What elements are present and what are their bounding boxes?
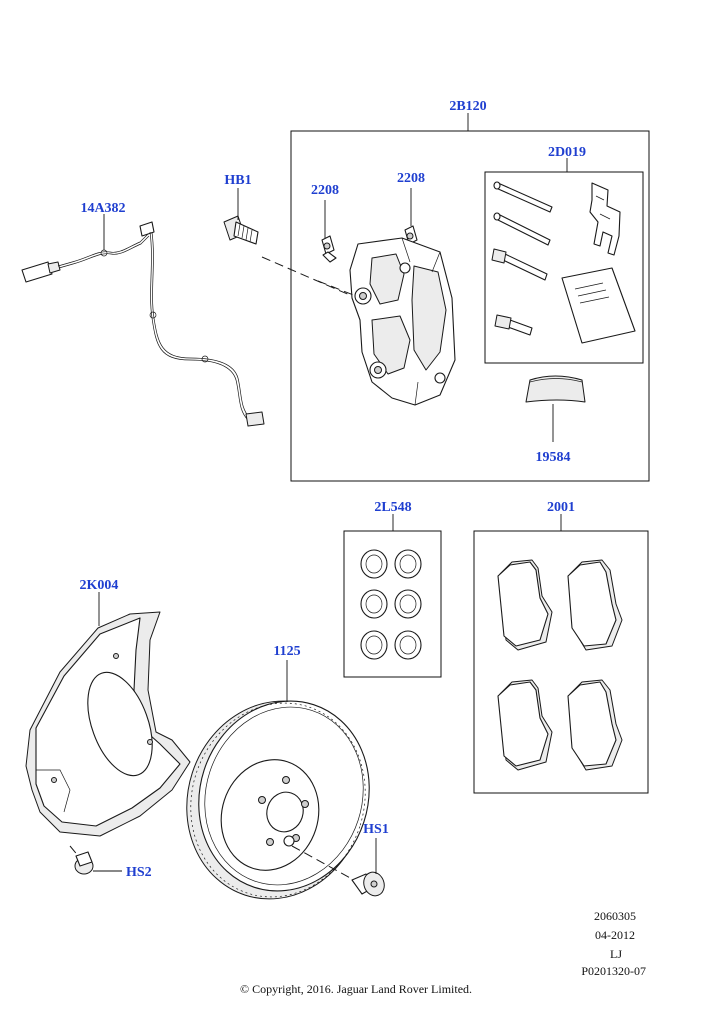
caliper-assembly-group: 2B120 2D019 <box>261 99 650 482</box>
callout-brake-disc[interactable]: 1125 <box>273 644 300 659</box>
footer-code: 2060305 <box>594 909 636 923</box>
screw-hs2 <box>69 845 94 875</box>
callout-screw-hs2[interactable]: HS2 <box>126 865 152 880</box>
instruction-leaflet <box>561 267 636 344</box>
callout-grease-sachet[interactable]: 19584 <box>536 450 571 465</box>
caliper-bolt-long <box>491 248 548 281</box>
piston-seal <box>360 549 422 660</box>
callout-pad-set[interactable]: 2001 <box>547 500 575 515</box>
callout-bleed-screw-right[interactable]: 2208 <box>397 171 425 186</box>
hardware-kit-frame <box>484 171 644 364</box>
callout-wear-sensor[interactable]: 14A382 <box>80 201 125 216</box>
pad-set-frame <box>473 530 649 794</box>
footer-date: 04-2012 <box>595 928 635 942</box>
brake-pad-top-left <box>497 559 553 651</box>
caliper-bolt-short <box>494 314 533 336</box>
brake-caliper-body <box>349 237 456 406</box>
callout-hardware-kit[interactable]: 2D019 <box>548 145 586 160</box>
brake-pad-bottom-right <box>567 679 623 771</box>
caliper-assembly-frame <box>290 130 650 482</box>
bleed-screw-left <box>321 235 337 263</box>
brake-disc <box>186 700 370 900</box>
callout-seal-kit[interactable]: 2L548 <box>374 500 411 515</box>
seal-kit-group: 2L548 <box>343 500 442 678</box>
callout-caliper-assembly[interactable]: 2B120 <box>449 99 486 114</box>
screw-hs1 <box>291 845 385 897</box>
brake-pad-top-right <box>567 559 623 651</box>
wear-sensor <box>21 221 265 427</box>
footer-copyright: © Copyright, 2016. Jaguar Land Rover Lim… <box>240 982 472 996</box>
guide-pin-lower <box>493 212 551 246</box>
guide-pin-upper <box>493 181 553 213</box>
callout-bolt-hb1[interactable]: HB1 <box>224 173 251 188</box>
bolt-hb1 <box>223 215 259 245</box>
footer-reference: P0201320-07 <box>581 964 646 978</box>
footer-initials: LJ <box>610 947 622 961</box>
callout-splash-shield[interactable]: 2K004 <box>80 578 119 593</box>
brake-pad-bottom-left <box>497 679 553 771</box>
callout-screw-hs1[interactable]: HS1 <box>363 822 389 837</box>
pad-set-group: 2001 <box>473 500 649 794</box>
grease-sachet <box>525 375 586 403</box>
anti-rattle-spring <box>589 182 621 256</box>
seal-kit-frame <box>343 530 442 678</box>
splash-shield <box>25 611 191 837</box>
callout-bleed-screw-left[interactable]: 2208 <box>311 183 339 198</box>
